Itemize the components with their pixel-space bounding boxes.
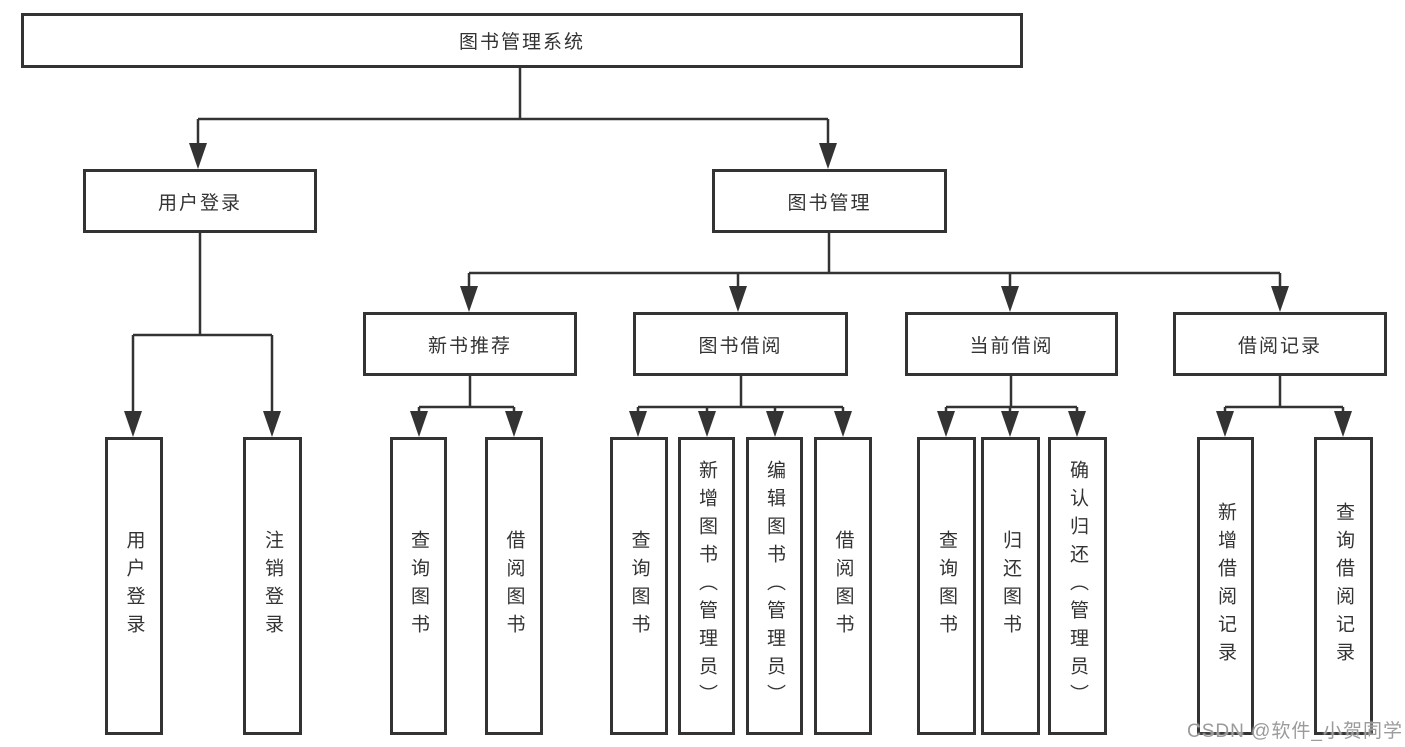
leaf-borrow-books: 借阅图书 — [814, 437, 872, 735]
leaf-edit-books-admin: 编辑图书（管理员） — [746, 437, 803, 735]
node-label: 查询图书 — [408, 530, 429, 642]
node-label: 新书推荐 — [427, 335, 512, 357]
node-label: 查询图书 — [936, 530, 957, 642]
leaf-return-books: 归还图书 — [981, 437, 1040, 735]
node-book-management: 图书管理 — [712, 169, 947, 233]
node-book-borrowing: 图书借阅 — [633, 312, 848, 376]
node-label: 归还图书 — [1000, 530, 1021, 642]
node-label: 借阅记录 — [1237, 335, 1322, 357]
leaf-query-books-borrow: 查询图书 — [610, 437, 668, 735]
leaf-add-books-admin: 新增图书（管理员） — [678, 437, 735, 735]
node-user-login: 用户登录 — [83, 169, 317, 233]
leaf-query-borrow-record: 查询借阅记录 — [1314, 437, 1373, 735]
node-label: 当前借阅 — [969, 335, 1054, 357]
leaf-query-books-recommend: 查询图书 — [390, 437, 447, 735]
node-new-book-recommendation: 新书推荐 — [363, 312, 577, 376]
node-label: 借阅图书 — [503, 530, 525, 642]
node-label: 查询图书 — [628, 530, 650, 642]
leaf-query-books-current: 查询图书 — [917, 437, 976, 735]
node-borrowing-records: 借阅记录 — [1173, 312, 1387, 376]
arrowheads — [124, 143, 1352, 437]
node-label: 新增图书（管理员） — [696, 460, 717, 712]
node-label: 图书管理系统 — [458, 32, 585, 53]
node-label: 用户登录 — [123, 530, 145, 642]
node-label: 图书借阅 — [698, 335, 783, 357]
csdn-watermark: CSDN @软件_小贺同学 — [1187, 721, 1403, 742]
node-label: 用户登录 — [157, 192, 242, 214]
node-label: 查询借阅记录 — [1333, 502, 1354, 670]
node-label: 新增借阅记录 — [1215, 502, 1236, 670]
node-current-borrowing: 当前借阅 — [905, 312, 1118, 376]
leaf-user-login: 用户登录 — [105, 437, 163, 735]
node-label: 图书管理 — [787, 192, 872, 214]
node-label: 借阅图书 — [832, 530, 854, 642]
leaf-logout: 注销登录 — [243, 437, 302, 735]
node-library-management-system: 图书管理系统 — [21, 13, 1023, 68]
leaf-confirm-return-admin: 确认归还（管理员） — [1048, 437, 1107, 735]
leaf-borrow-books-recommend: 借阅图书 — [485, 437, 543, 735]
node-label: 确认归还（管理员） — [1067, 460, 1088, 712]
leaf-add-borrow-record: 新增借阅记录 — [1197, 437, 1254, 735]
node-label: 编辑图书（管理员） — [764, 460, 785, 712]
node-label: 注销登录 — [262, 530, 283, 642]
